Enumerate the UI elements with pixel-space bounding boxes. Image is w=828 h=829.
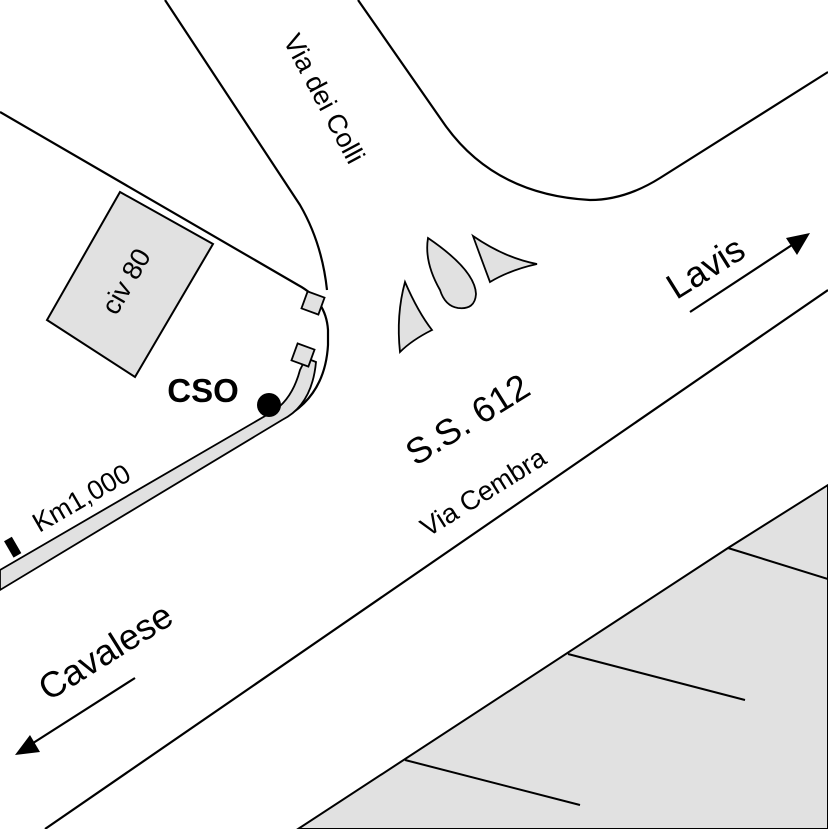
building-civ-80 xyxy=(45,190,215,379)
sidewalk-strip xyxy=(0,356,317,592)
road-edge-upper-right xyxy=(357,0,828,202)
traffic-island-left xyxy=(397,279,434,354)
lavis-arrow-head xyxy=(786,233,810,255)
traffic-island-center xyxy=(426,236,477,310)
parking-divider-2 xyxy=(567,653,746,701)
parking-area xyxy=(296,483,828,829)
cavalese-arrow-line xyxy=(29,677,136,746)
cso-label: CSO xyxy=(167,372,239,409)
via-dei-colli-label: Via dei Colli xyxy=(277,29,370,169)
km-marker-post xyxy=(4,536,22,558)
cavalese-arrow-head xyxy=(15,735,40,755)
utility-box-upper xyxy=(300,290,326,316)
lavis-label: Lavis xyxy=(659,228,752,307)
cso-station-marker xyxy=(257,393,281,417)
cavalese-label: Cavalese xyxy=(31,594,180,708)
utility-box-lower xyxy=(290,342,316,368)
lavis-arrow-line xyxy=(689,242,796,313)
parking-divider-1 xyxy=(727,547,828,580)
parking-divider-3 xyxy=(404,759,581,806)
road-edge-lower xyxy=(44,289,828,829)
traffic-island-right xyxy=(471,233,538,284)
road-edge-via-dei-colli-left xyxy=(164,0,329,291)
